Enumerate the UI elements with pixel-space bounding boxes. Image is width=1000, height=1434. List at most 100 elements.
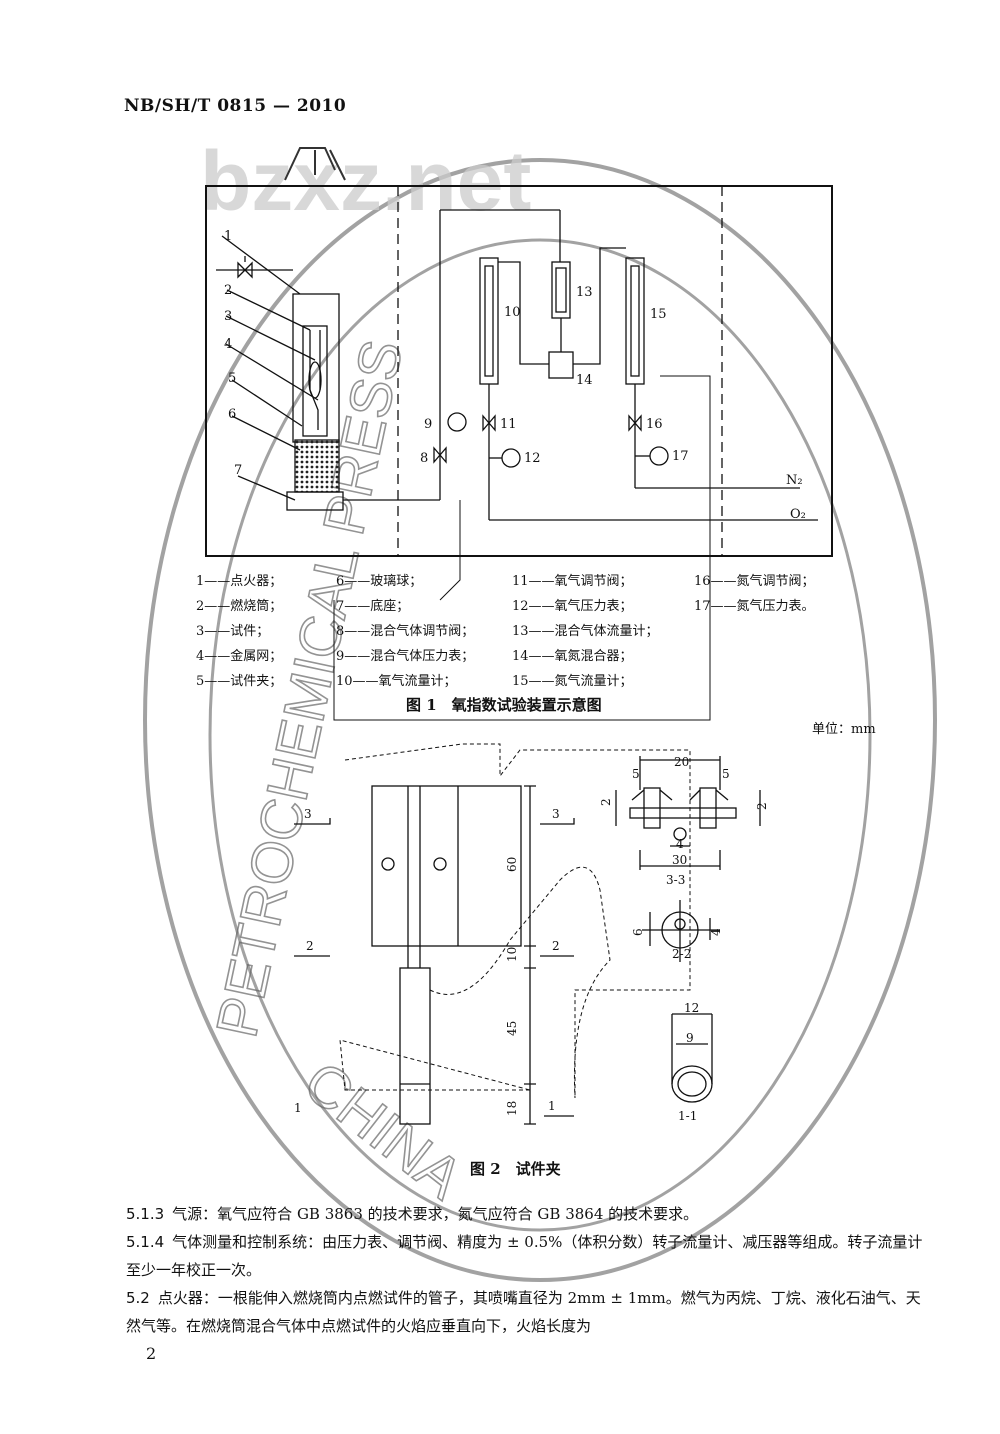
figure2-caption: 图 2 试件夹: [470, 1160, 561, 1178]
view-1-1: 1-1: [678, 1109, 697, 1123]
legend-text: ——氮气调节阀；: [710, 574, 815, 589]
label-9: 9: [424, 417, 432, 432]
dim-9: 9: [686, 1031, 694, 1045]
section-1-left: 1: [294, 1101, 302, 1115]
standard-number: NB/SH/T 0815 — 2010: [124, 96, 347, 116]
legend-text: ——混合气体调节阀；: [344, 624, 475, 639]
label-16: 16: [646, 417, 663, 432]
figure2-labels: 60 10 45 18 3 3 2 2 1 1 20 5 5 2 2 4 30 …: [294, 755, 769, 1123]
label-4: 4: [224, 337, 232, 352]
clause-text: 气源：氧气应符合 GB 3863 的技术要求，氮气应符合 GB 3864 的技术…: [172, 1205, 699, 1223]
legend-text: ——氧气压力表；: [528, 599, 633, 614]
legend-text: ——氮气压力表。: [710, 599, 815, 614]
legend-num: 3: [196, 624, 205, 639]
label-15: 15: [650, 307, 667, 322]
legend-num: 6: [336, 574, 345, 589]
label-8: 8: [420, 451, 428, 466]
dim-2a: 2: [599, 798, 613, 806]
clause-text: 气体测量和控制系统：由压力表、调节阀、精度为 ± 0.5%（体积分数）转子流量计…: [126, 1233, 923, 1279]
label-12: 12: [524, 451, 541, 466]
label-10: 10: [504, 305, 521, 320]
legend-text: ——金属网；: [204, 649, 283, 664]
dim-4b: 4: [709, 928, 723, 936]
section-1-right: 1: [548, 1099, 556, 1113]
legend-num: 11: [512, 574, 529, 589]
section-2-left: 2: [306, 939, 314, 953]
label-2: 2: [224, 283, 232, 298]
figure2-clamp: [294, 743, 761, 1125]
figure1-caption: 图 1 氧指数试验装置示意图: [406, 696, 602, 714]
section-2-right: 2: [552, 939, 560, 953]
legend-num: 10: [336, 674, 353, 689]
dim-4a: 4: [676, 837, 684, 851]
legend-num: 7: [336, 599, 345, 614]
label-13: 13: [576, 285, 593, 300]
paragraph-5-1-3: 5.1.3 气源：氧气应符合 GB 3863 的技术要求，氮气应符合 GB 386…: [126, 1200, 926, 1228]
view-3-3: 3-3: [666, 873, 685, 887]
legend-text: ——玻璃球；: [344, 574, 423, 589]
dim-2b: 2: [755, 802, 769, 810]
unit-note: 单位：mm: [812, 722, 876, 737]
legend-num: 16: [694, 574, 711, 589]
legend-text: ——氮气流量计；: [528, 674, 633, 689]
dim-60: 60: [505, 857, 519, 872]
legend-text: ——试件；: [204, 624, 270, 639]
dim-20: 20: [674, 755, 689, 769]
dim-5a: 5: [632, 767, 640, 781]
legend-col-4: 16——氮气调节阀； 17——氮气压力表。: [694, 570, 815, 620]
dim-30: 30: [672, 853, 687, 867]
legend-col-2: 6——玻璃球； 7——底座； 8——混合气体调节阀； 9——混合气体压力表； 1…: [336, 570, 474, 695]
legend-text: ——氧气调节阀；: [528, 574, 633, 589]
dim-12: 12: [684, 1001, 699, 1015]
dim-18: 18: [505, 1101, 519, 1116]
figure1-labels: 1 2 3 4 5 6 7 8 9 10 11 12 13 14 15 16 1…: [224, 229, 806, 522]
clause-number: 5.1.3: [126, 1205, 165, 1223]
view-2-2: 2-2: [672, 947, 691, 961]
dim-5b: 5: [722, 767, 730, 781]
legend-text: ——氧气流量计；: [352, 674, 457, 689]
legend-num: 4: [196, 649, 205, 664]
legend-text: ——氧氮混合器；: [528, 649, 633, 664]
label-17: 17: [672, 449, 689, 464]
label-3: 3: [224, 309, 232, 324]
legend-num: 2: [196, 599, 205, 614]
label-1: 1: [224, 229, 232, 244]
dim-6: 6: [631, 928, 645, 936]
legend-col-1: 1——点火器； 2——燃烧筒； 3——试件； 4——金属网； 5——试件夹；: [196, 570, 282, 695]
section-3-left: 3: [304, 807, 312, 821]
label-n2: N₂: [786, 473, 803, 488]
legend-text: ——底座；: [344, 599, 410, 614]
legend-num: 17: [694, 599, 711, 614]
legend-text: ——燃烧筒；: [204, 599, 283, 614]
legend-num: 12: [512, 599, 529, 614]
figure1-apparatus: [205, 185, 833, 721]
section-3-right: 3: [552, 807, 560, 821]
legend-text: ——试件夹；: [204, 674, 283, 689]
legend-num: 13: [512, 624, 529, 639]
legend-num: 5: [196, 674, 205, 689]
legend-text: ——混合气体压力表；: [344, 649, 475, 664]
legend-text: ——点火器；: [204, 574, 283, 589]
legend-col-3: 11——氧气调节阀； 12——氧气压力表； 13——混合气体流量计； 14——氧…: [512, 570, 659, 695]
legend-num: 9: [336, 649, 345, 664]
label-6: 6: [228, 407, 236, 422]
label-11: 11: [500, 417, 517, 432]
dim-10: 10: [505, 947, 519, 962]
legend-num: 8: [336, 624, 345, 639]
clause-number: 5.2: [126, 1289, 150, 1307]
dim-45: 45: [505, 1021, 519, 1036]
legend-num: 14: [512, 649, 529, 664]
label-7: 7: [234, 463, 242, 478]
legend-text: ——混合气体流量计；: [528, 624, 659, 639]
label-o2: O₂: [790, 507, 806, 522]
label-14: 14: [576, 373, 593, 388]
legend-num: 1: [196, 574, 205, 589]
legend-num: 15: [512, 674, 529, 689]
label-5: 5: [228, 371, 236, 386]
clause-text: 点火器：一根能伸入燃烧筒内点燃试件的管子，其喷嘴直径为 2mm ± 1mm。燃气…: [126, 1289, 921, 1335]
page-number: 2: [146, 1344, 157, 1363]
clause-number: 5.1.4: [126, 1233, 165, 1251]
